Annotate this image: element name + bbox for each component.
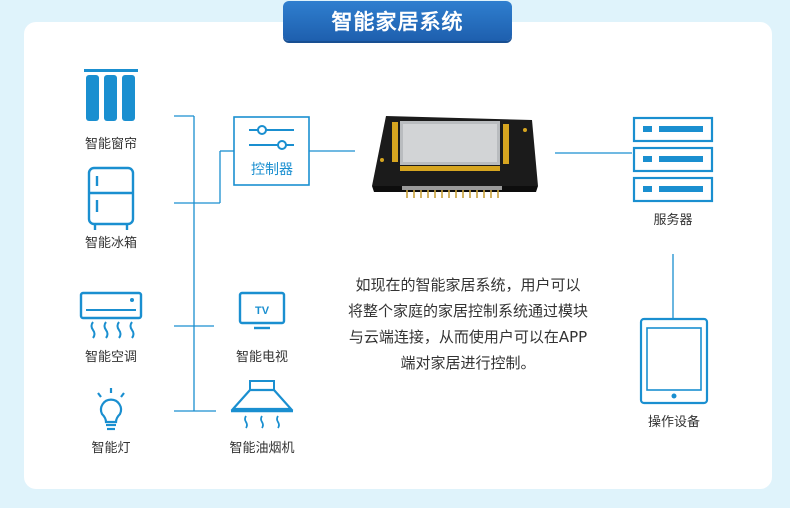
lamp-label: 智能灯 [61,437,161,456]
light-bulb-icon [98,388,124,429]
controller-label: 控制器 [222,159,322,179]
description-line: 端对家居进行控制。 [318,350,618,376]
wifi-module-board-icon [372,116,538,198]
hood-label: 智能油烟机 [212,437,312,456]
curtain-label: 智能窗帘 [61,133,161,152]
description-line: 将整个家庭的家居控制系统通过模块 [318,298,618,324]
tablet-icon [641,319,707,403]
server-label: 服务器 [623,209,723,228]
curtain-icon [84,69,138,121]
tv-label: 智能电视 [212,346,312,365]
tv-badge: TV [255,305,270,317]
description-line: 如现在的智能家居系统，用户可以 [318,272,618,298]
server-rack-icon [634,118,712,201]
fridge-label: 智能冰箱 [61,232,161,251]
air-conditioner-icon [81,293,141,338]
description-text: 如现在的智能家居系统，用户可以 将整个家庭的家居控制系统通过模块 与云端连接，从… [318,272,618,376]
tv-icon: TV [240,293,284,328]
range-hood-icon [231,381,293,428]
terminal-label: 操作设备 [624,411,724,430]
fridge-icon [89,168,133,230]
ac-label: 智能空调 [61,346,161,365]
description-line: 与云端连接，从而使用户可以在APP [318,324,618,350]
